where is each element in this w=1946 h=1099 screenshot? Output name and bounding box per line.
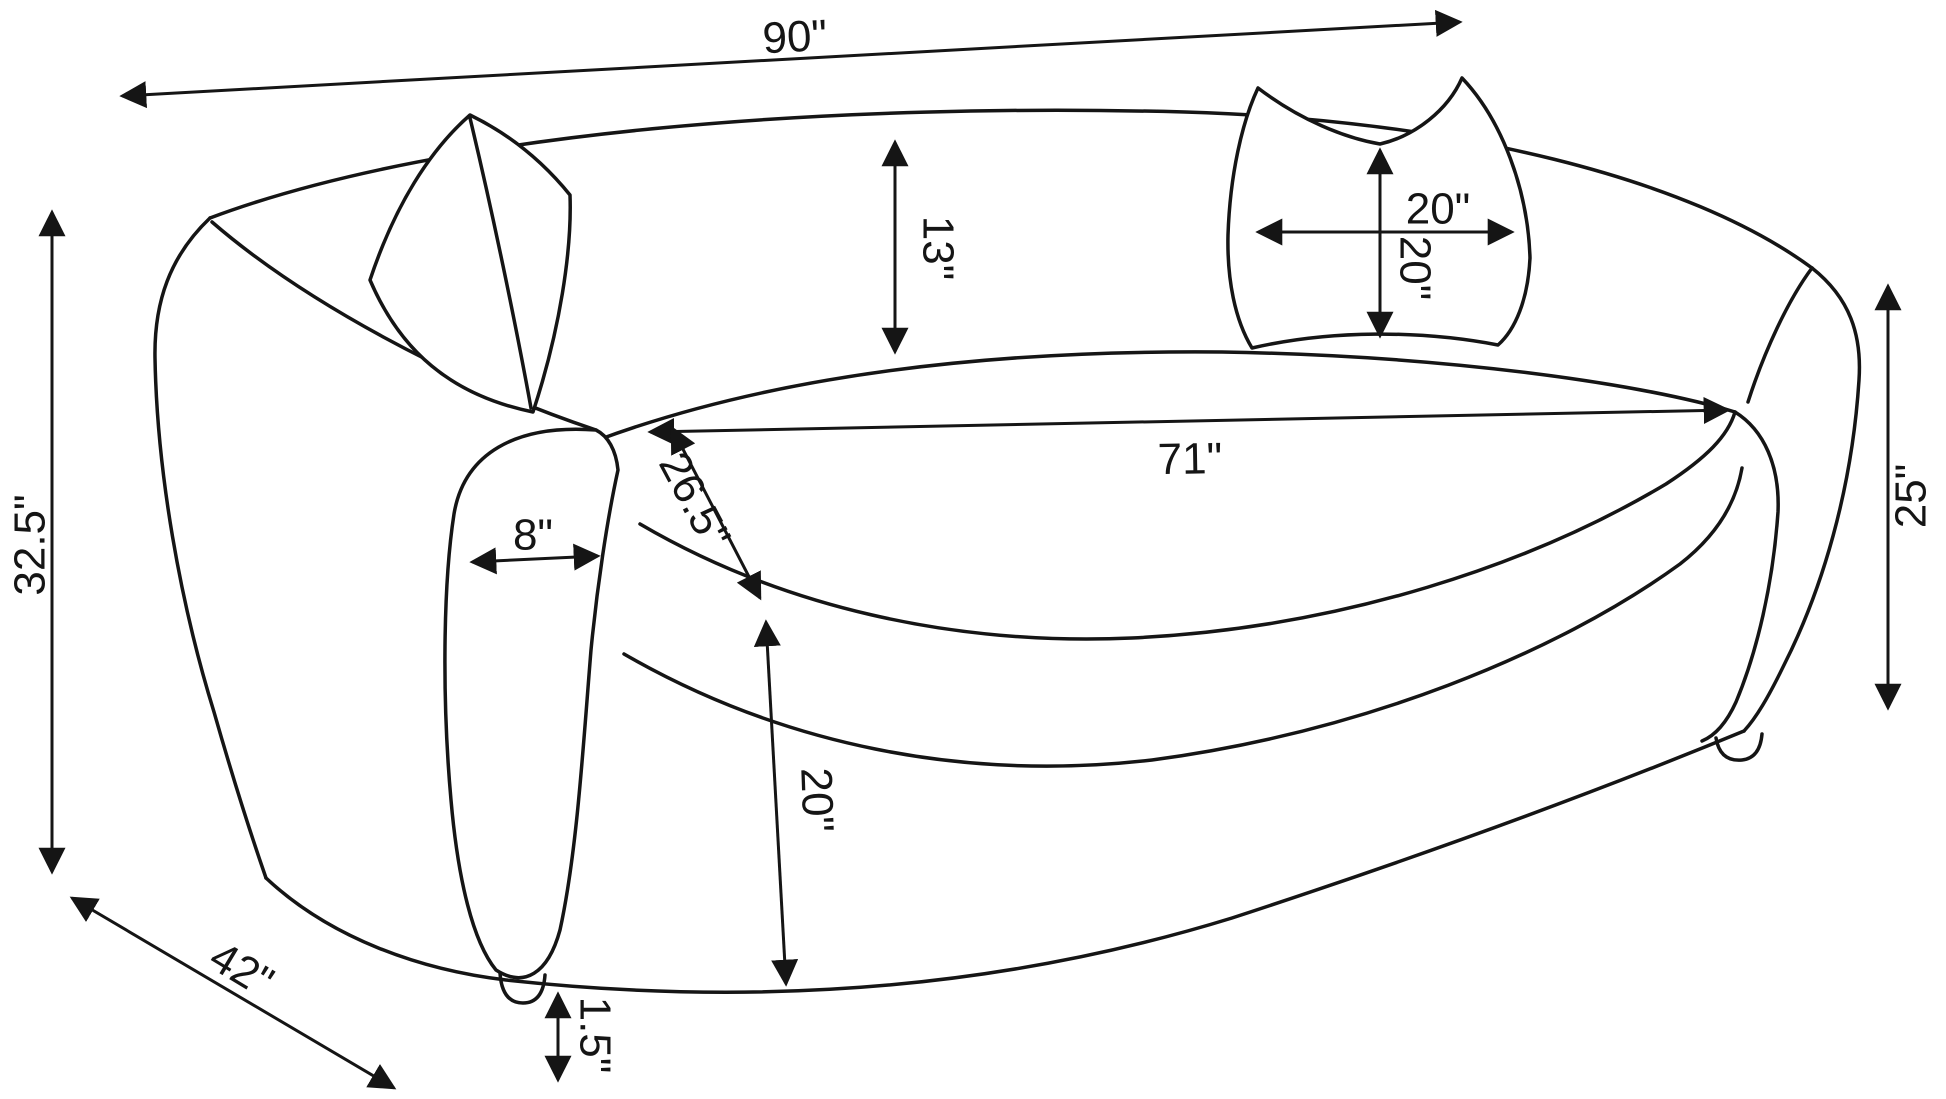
back-cushion-height-label: 13" (913, 216, 962, 281)
dimension-arrows (38, 9, 1902, 1090)
sofa-left-foot (498, 971, 547, 1005)
seat-width-arrow (647, 396, 1731, 446)
arm-width-arrow (469, 543, 601, 575)
seat-front-height-label: 20" (791, 767, 842, 833)
seat-depth-arrow (670, 425, 762, 601)
dimension-labels: 90" 32.5" 42" 13" 20" 20" 71" 26.5" 8" 2… (6, 11, 1936, 1073)
seat-front-height-arrow (753, 619, 799, 987)
arm-height-label: 25" (1887, 464, 1936, 529)
pillow-height-label: 20" (1390, 236, 1439, 301)
sofa-bottom-edge (264, 729, 1746, 994)
arm-width-label: 8" (513, 511, 553, 560)
overall-width-arrow (119, 9, 1463, 109)
leg-height-label: 1.5" (570, 997, 619, 1074)
sofa-right-arm-roll (1746, 266, 1814, 404)
pillow-width-label: 20" (1406, 185, 1471, 234)
left-pillow-crease (468, 116, 533, 410)
sofa-left-back-inner-edge (210, 220, 598, 432)
overall-depth-arrow (69, 896, 397, 1090)
sofa-outline (153, 76, 1862, 1005)
sofa-left-outer-edge (153, 216, 268, 880)
overall-depth-label: 42" (201, 932, 282, 1007)
sofa-seat-front-edge (638, 410, 1737, 641)
overall-height-label: 32.5" (6, 494, 55, 595)
sofa-right-arm-front (1700, 410, 1780, 743)
sofa-right-foot (1714, 732, 1764, 762)
sofa-seat-back-edge (596, 350, 1737, 442)
seat-width-label: 71" (1157, 434, 1222, 484)
overall-width-label: 90" (761, 11, 828, 63)
sofa-base-seam (622, 466, 1744, 768)
left-pillow (368, 113, 572, 414)
sofa-right-arm-outer (1742, 266, 1862, 733)
seat-depth-label: 26.5" (649, 444, 740, 556)
